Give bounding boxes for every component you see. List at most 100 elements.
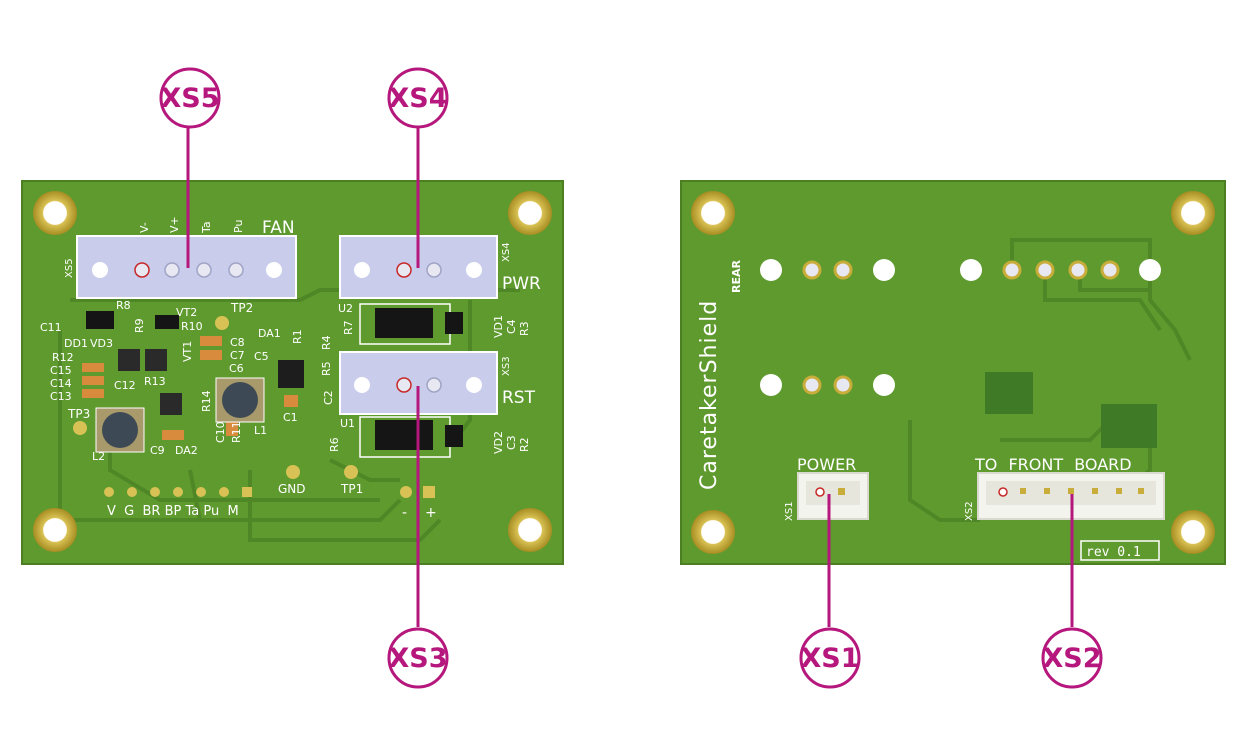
fan-pin-label: V- (138, 222, 151, 233)
ref-c5: C5 (254, 350, 269, 363)
ref-c15: C15 (50, 364, 72, 377)
ref-u2: U2 (338, 302, 353, 315)
callout-xs1-label: XS1 (800, 643, 859, 674)
ref-r8: R8 (116, 299, 131, 312)
rst-label: RST (502, 388, 536, 408)
mounting-hole (1171, 510, 1215, 554)
mounting-hole (691, 191, 735, 235)
mounting-hole (33, 508, 77, 552)
callout-xs1[interactable]: XS1 (799, 627, 861, 689)
ref-c1: C1 (283, 411, 298, 424)
brand-label: CaretakerShield (697, 300, 722, 490)
pad-minus (400, 486, 412, 498)
ref-c13: C13 (50, 390, 72, 403)
ref-da1: DA1 (258, 327, 281, 340)
ref-r9: R9 (133, 318, 146, 333)
front-board: FAN PWR RST XS5 XS4 XS3 V- V+ Ta Pu V G … (21, 180, 564, 565)
test-point-tp2 (215, 316, 229, 330)
xs2-ref: XS2 (964, 501, 975, 521)
callout-xs5-label: XS5 (160, 83, 219, 114)
ref-r4: R4 (320, 335, 333, 350)
rear-board: CaretakerShield REAR POWER TO FRONT BOAR… (680, 180, 1226, 565)
mounting-hole (508, 508, 552, 552)
ref-l2: L2 (92, 450, 105, 463)
smd-components (82, 311, 304, 453)
rear-word: REAR (730, 260, 743, 293)
ref-l1: L1 (254, 424, 267, 437)
ref-r12: R12 (52, 351, 74, 364)
ref-r1: R1 (291, 329, 304, 344)
front-board-label: TO FRONT BOARD (974, 455, 1132, 474)
optocoupler-u2 (359, 303, 463, 345)
ref-c14: C14 (50, 377, 72, 390)
callout-xs2[interactable]: XS2 (1041, 627, 1103, 689)
ref-r5: R5 (320, 361, 333, 376)
ref-c4: C4 (505, 319, 518, 334)
minus-label: - (402, 505, 407, 521)
gnd-label: GND (278, 482, 306, 496)
ref-r14: R14 (200, 390, 213, 412)
ref-c3: C3 (505, 435, 518, 450)
ref-c6: C6 (229, 362, 244, 375)
tp3-label: TP3 (67, 407, 90, 421)
ref-vt1: VT1 (181, 341, 194, 362)
xs4-ref: XS4 (501, 242, 512, 262)
ref-c7: C7 (230, 349, 245, 362)
ref-r11: R11 (230, 421, 243, 443)
fan-label: FAN (262, 218, 295, 238)
mounting-hole (691, 510, 735, 554)
ref-r13: R13 (144, 375, 166, 388)
rev-label: rev 0.1 (1086, 545, 1141, 560)
callout-lines (186, 127, 1074, 627)
ref-r3: R3 (518, 321, 531, 336)
tp2-label: TP2 (230, 301, 253, 315)
rev-box (1080, 540, 1160, 561)
callout-xs4-label: XS4 (388, 83, 447, 114)
ref-r6: R6 (328, 437, 341, 452)
xs1-ref: XS1 (784, 501, 795, 521)
ref-c10: C10 (214, 421, 227, 443)
tp1-label: TP1 (340, 482, 363, 496)
ref-vd3: VD3 (90, 337, 113, 350)
callout-xs4[interactable]: XS4 (387, 67, 449, 129)
ref-c11: C11 (40, 321, 62, 334)
ref-c9: C9 (150, 444, 165, 457)
mounting-hole (508, 191, 552, 235)
ref-vd1: VD1 (492, 315, 505, 338)
rear-pads (985, 372, 1157, 448)
xs5-ref: XS5 (64, 258, 75, 278)
test-point-gnd (286, 465, 300, 479)
power-label: POWER (797, 455, 856, 474)
ref-da2: DA2 (175, 444, 198, 457)
header-pin-labels: V G BR BP Ta Pu M (107, 504, 239, 519)
test-point-tp3 (73, 421, 87, 435)
ref-c2: C2 (322, 390, 335, 405)
callout-xs3-label: XS3 (388, 643, 447, 674)
fan-pin-label: Ta (200, 221, 213, 234)
mounting-hole (1171, 191, 1215, 235)
pad-plus (423, 486, 435, 498)
callout-xs2-label: XS2 (1042, 643, 1101, 674)
ref-r7: R7 (342, 320, 355, 335)
mounting-hole (33, 191, 77, 235)
connector-xs1[interactable] (797, 472, 869, 520)
fan-pin-label: Pu (232, 220, 245, 233)
xs3-ref: XS3 (501, 356, 512, 376)
ref-r2: R2 (518, 437, 531, 452)
ref-dd1: DD1 (64, 337, 88, 350)
ref-r10: R10 (181, 320, 203, 333)
plus-label: + (425, 505, 437, 521)
ref-c12: C12 (114, 379, 136, 392)
optocoupler-u1 (359, 416, 463, 458)
callout-xs3[interactable]: XS3 (387, 627, 449, 689)
rear-through-holes (760, 259, 1161, 396)
ref-vd2: VD2 (492, 431, 505, 454)
ref-vt2: VT2 (176, 306, 197, 319)
fan-pin-label: V+ (168, 216, 181, 233)
ref-u1: U1 (340, 417, 355, 430)
callout-xs5[interactable]: XS5 (159, 67, 221, 129)
header-pins (104, 487, 252, 497)
pwr-label: PWR (502, 274, 541, 294)
test-point-tp1 (344, 465, 358, 479)
